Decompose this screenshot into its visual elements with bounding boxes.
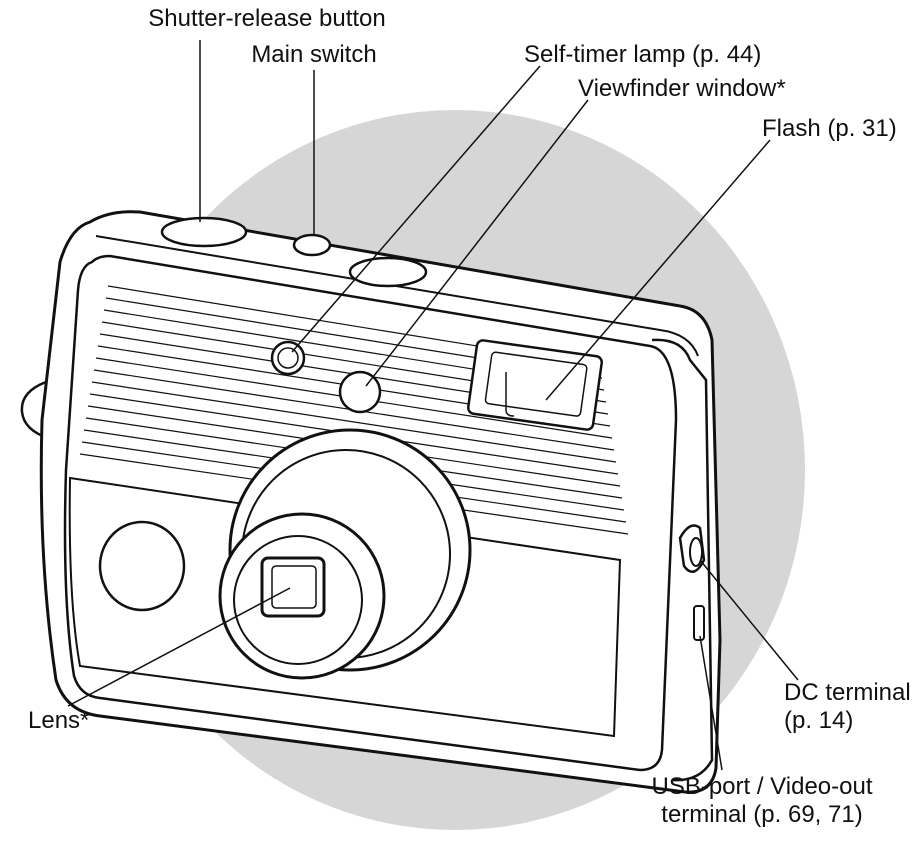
viewfinder-leader — [365, 99, 589, 387]
top-rim — [95, 235, 699, 357]
flash-leader — [545, 139, 771, 401]
label-self-timer-lamp: Self-timer lamp (p. 44) — [524, 41, 762, 68]
lens-leader — [67, 587, 291, 707]
label-usb-line1: USB-port / Video-out — [651, 773, 873, 800]
label-flash: Flash (p. 31) — [762, 115, 897, 142]
lens-aperture — [260, 556, 326, 618]
dc-terminal-leader — [699, 559, 799, 681]
self-timer-lamp-inner — [277, 347, 299, 369]
usb-port — [693, 605, 705, 641]
shutter-release-button — [160, 216, 248, 248]
lower-left-window — [98, 520, 186, 612]
top-dial — [348, 256, 428, 288]
callout-lines — [67, 40, 799, 771]
label-shutter-release-button: Shutter-release button — [148, 5, 386, 32]
usb-leader — [699, 635, 723, 771]
self-timer-lamp — [270, 340, 306, 376]
label-viewfinder-window: Viewfinder window* — [578, 75, 786, 102]
label-usb-line2: terminal (p. 69, 71) — [661, 801, 863, 828]
main-switch-button — [292, 233, 332, 257]
label-dc-terminal-line2: (p. 14) — [784, 707, 854, 734]
label-dc-terminal-line1: DC terminal — [784, 679, 911, 706]
side-terminals — [678, 524, 706, 641]
self-timer-leader — [291, 65, 541, 353]
viewfinder-window — [338, 370, 382, 414]
lens-barrel — [218, 428, 472, 680]
flash-unit — [466, 339, 604, 431]
dc-terminal-port — [689, 537, 703, 567]
label-lens: Lens* — [28, 707, 90, 734]
label-main-switch: Main switch — [251, 41, 377, 68]
camera-side — [651, 338, 714, 782]
